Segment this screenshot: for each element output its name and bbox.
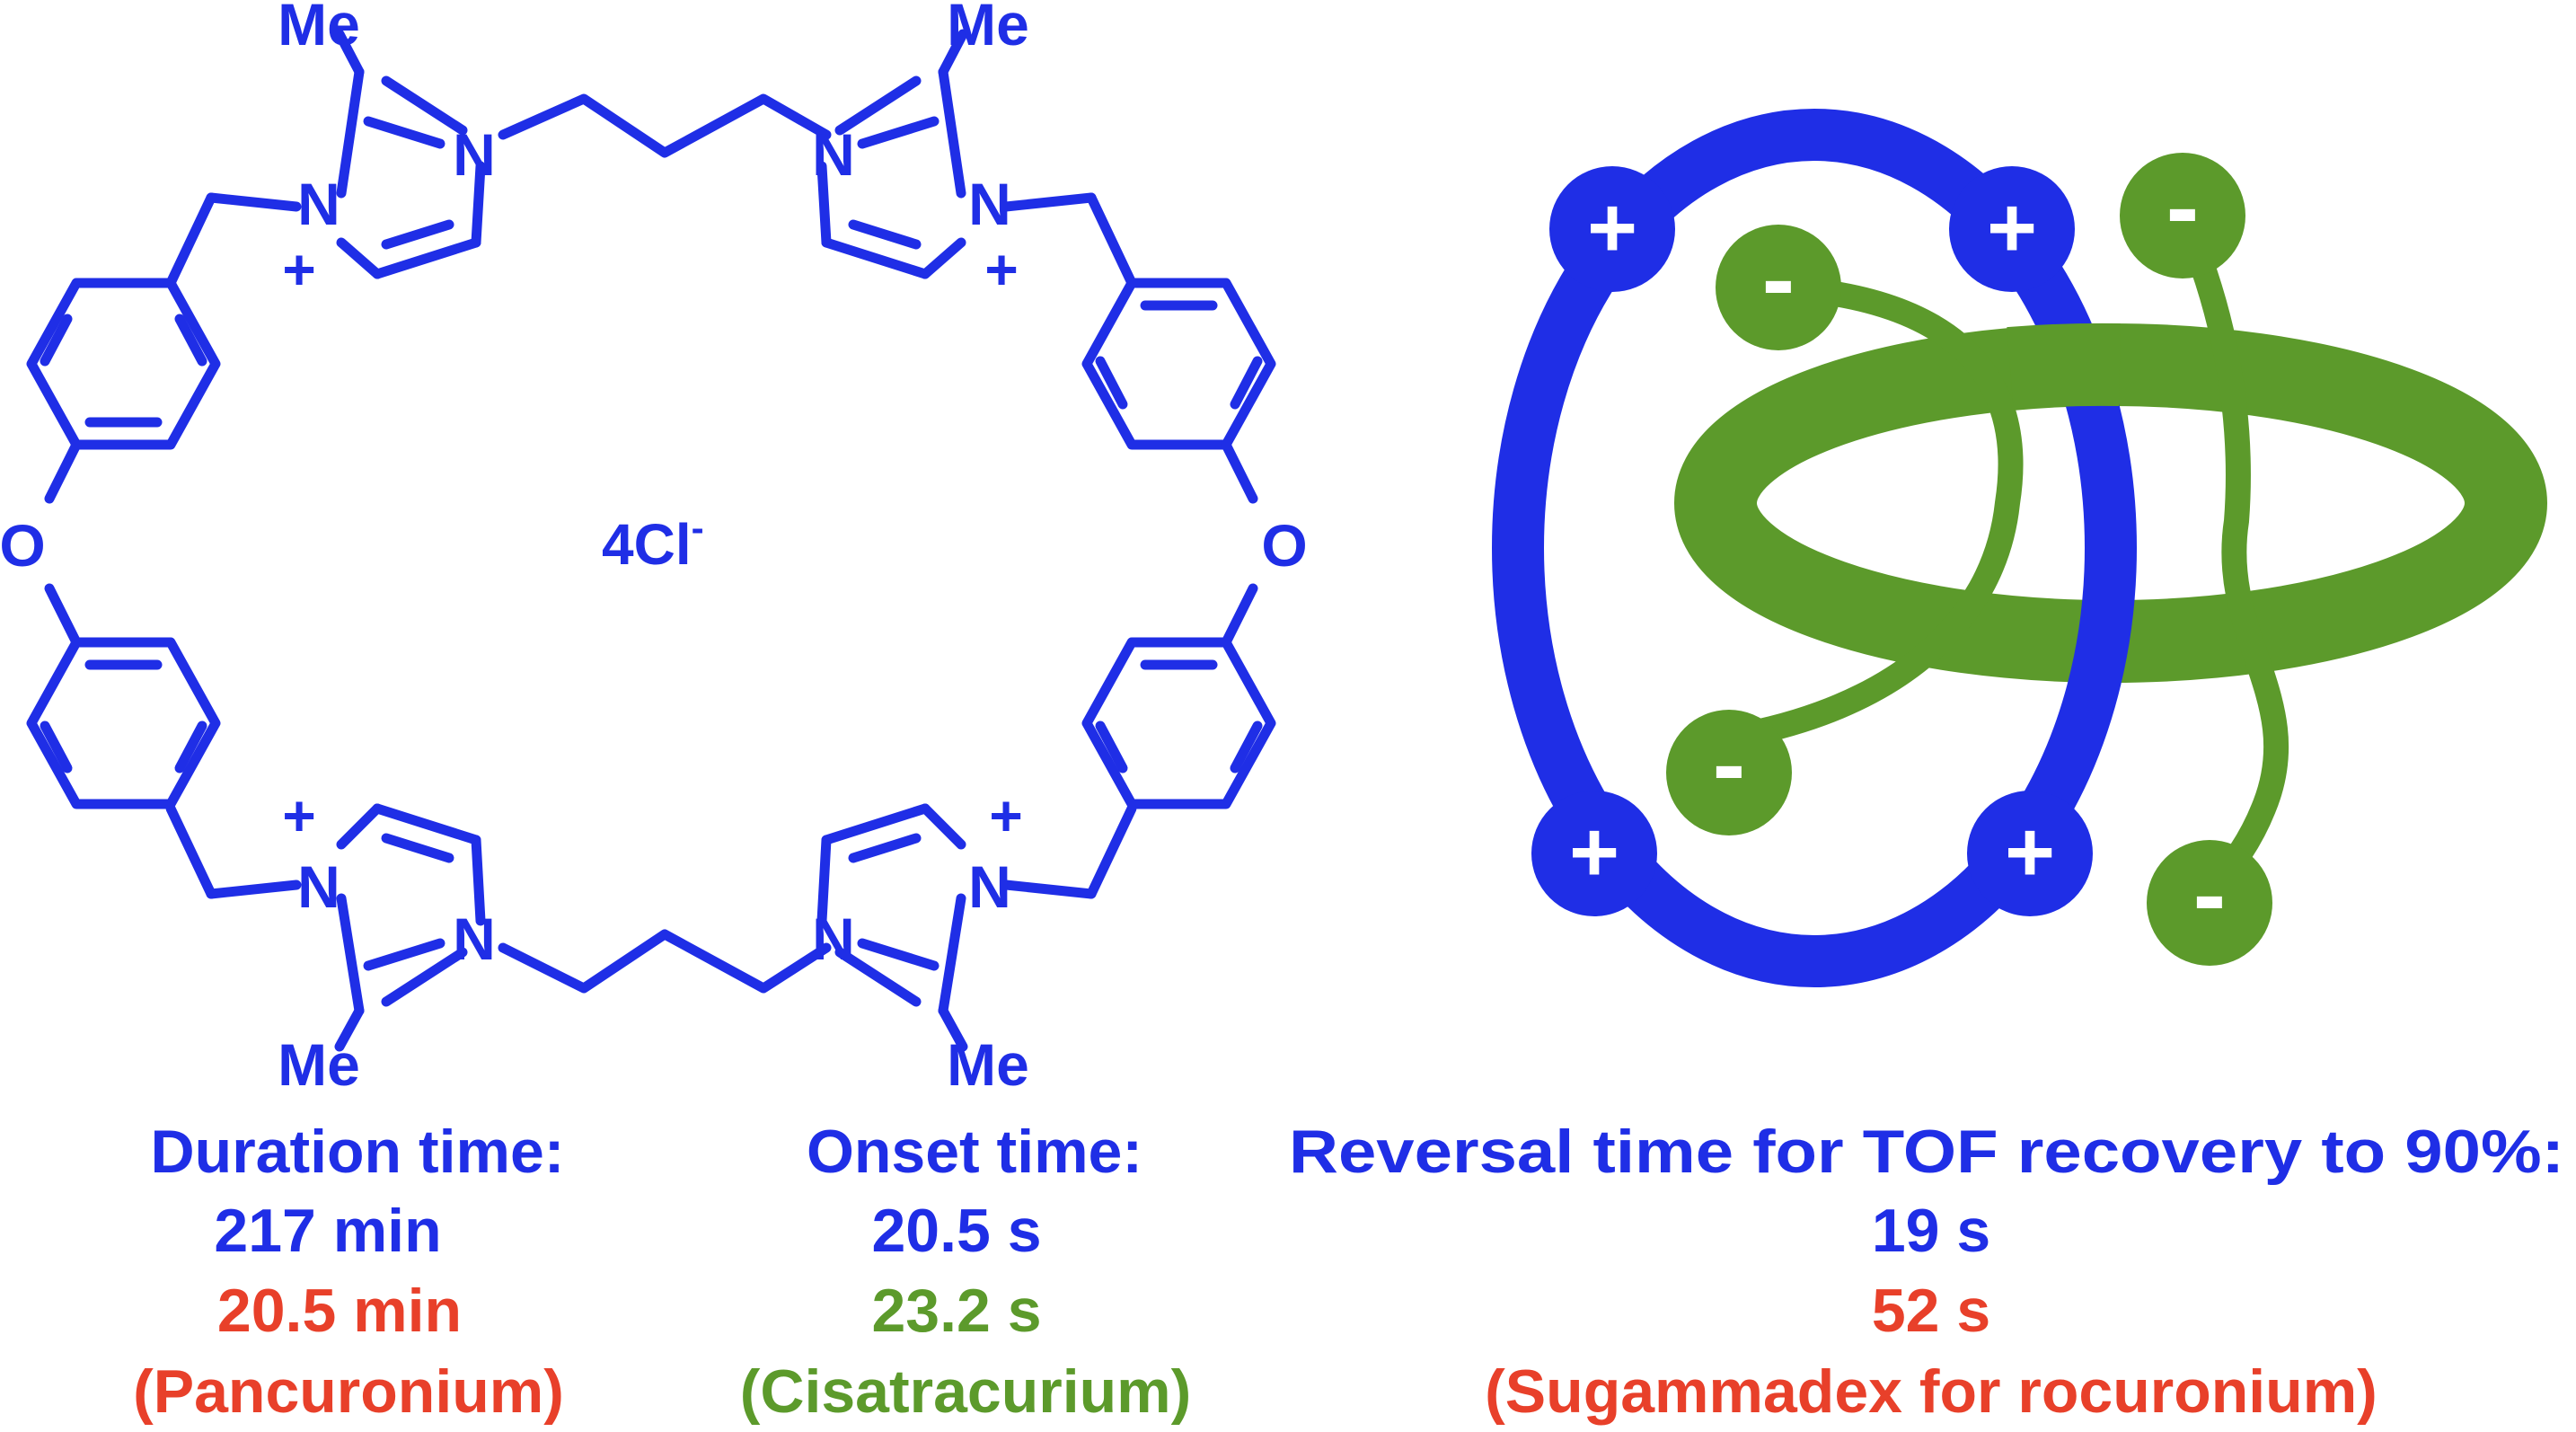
- nitrogen-label: N: [297, 853, 340, 920]
- reversal-compare-value: 52 s: [1872, 1277, 1990, 1345]
- duration-heading: Duration time:: [151, 1118, 565, 1186]
- host-ring: [1492, 109, 2137, 987]
- onset-compare-name: (Cisatracurium): [740, 1357, 1192, 1426]
- host-plus-label: +: [1987, 180, 2037, 276]
- nitrogen-label: N: [968, 171, 1011, 237]
- host-charges: + + + +: [1531, 166, 2093, 916]
- host-plus-label: +: [1569, 804, 1619, 900]
- oxygen-label: O: [1261, 512, 1307, 579]
- onset-heading: Onset time:: [807, 1118, 1142, 1186]
- guest-charge-circle: [2147, 840, 2272, 966]
- counterion-superscript: -: [692, 507, 704, 549]
- plus-charge-label: +: [282, 237, 315, 302]
- methyl-label-bottom-right: Me: [947, 1031, 1029, 1098]
- host-charge-circle: [1549, 166, 1675, 292]
- guest-charge-circle: [1716, 225, 1841, 350]
- guest-tail: [1721, 275, 2024, 749]
- reversal-compare-name: (Sugammadex for rocuronium): [1485, 1357, 2378, 1426]
- guest-minus-label: -: [2166, 152, 2200, 262]
- nitrogen-label: N: [812, 906, 855, 972]
- host-charge-circle: [1531, 791, 1657, 916]
- top-propyl-linker: [498, 93, 832, 158]
- methyl-label-top-right: Me: [947, 0, 1029, 57]
- stats-onset: Onset time: 20.5 s 23.2 s (Cisatracurium…: [740, 1118, 1192, 1426]
- guest-ring-front: [2007, 323, 2121, 410]
- guest-minus-label: -: [2193, 839, 2227, 950]
- imidazolium-top-right: [816, 29, 1137, 288]
- nitrogen-label: N: [453, 906, 496, 972]
- host-charge-circle: [1967, 791, 2093, 916]
- counterion-base: 4Cl: [602, 512, 692, 577]
- plus-charge-label: +: [984, 237, 1018, 302]
- nitrogen-label: N: [297, 171, 340, 237]
- counterion-label: 4Cl-: [602, 507, 704, 577]
- guest-minus-label: -: [1713, 709, 1746, 819]
- methyl-label-bottom-left: Me: [278, 1031, 360, 1098]
- guest-charge-circle: [1666, 710, 1792, 835]
- nitrogen-label: N: [812, 121, 855, 188]
- onset-value: 20.5 s: [871, 1197, 1041, 1265]
- reversal-heading: Reversal time for TOF recovery to 90%:: [1289, 1118, 2564, 1186]
- stats-duration: Duration time: 217 min 20.5 min (Pancuro…: [133, 1118, 564, 1426]
- onset-compare-value: 23.2 s: [871, 1277, 1041, 1345]
- stats-reversal: Reversal time for TOF recovery to 90%: 1…: [1289, 1118, 2564, 1426]
- nitrogen-label: N: [453, 121, 496, 188]
- host-plus-label: +: [2005, 804, 2055, 900]
- oxygen-label: O: [0, 512, 46, 579]
- bottom-propyl-linker: [498, 929, 832, 994]
- right-diphenyl-ether: [1081, 278, 1276, 809]
- duration-value: 217 min: [214, 1197, 441, 1265]
- plus-charge-label: +: [282, 783, 315, 848]
- guest-charge-circle: [2120, 153, 2245, 278]
- macrocycle-structure: [26, 29, 1276, 1052]
- atom-labels: Me Me Me Me N N N N N N N N + + + + O O …: [0, 0, 1308, 1098]
- host-charge-circle: [1949, 166, 2075, 292]
- imidazolium-top-left: [165, 29, 486, 288]
- left-diphenyl-ether: [26, 278, 221, 809]
- imidazolium-bottom-left: [165, 803, 486, 1052]
- duration-compare-value: 20.5 min: [217, 1277, 462, 1345]
- reversal-value: 19 s: [1872, 1197, 1990, 1265]
- guest-tail: [2170, 203, 2289, 906]
- duration-compare-name: (Pancuronium): [133, 1357, 564, 1426]
- host-guest-cartoon: + + + + - - - -: [1492, 109, 2547, 987]
- plus-charge-label: +: [989, 783, 1022, 848]
- guest-charges: - - - -: [1666, 152, 2272, 966]
- host-plus-label: +: [1587, 180, 1637, 276]
- methyl-label-top-left: Me: [278, 0, 360, 57]
- imidazolium-bottom-right: [816, 803, 1137, 1052]
- nitrogen-label: N: [968, 853, 1011, 920]
- guest-minus-label: -: [1762, 224, 1795, 334]
